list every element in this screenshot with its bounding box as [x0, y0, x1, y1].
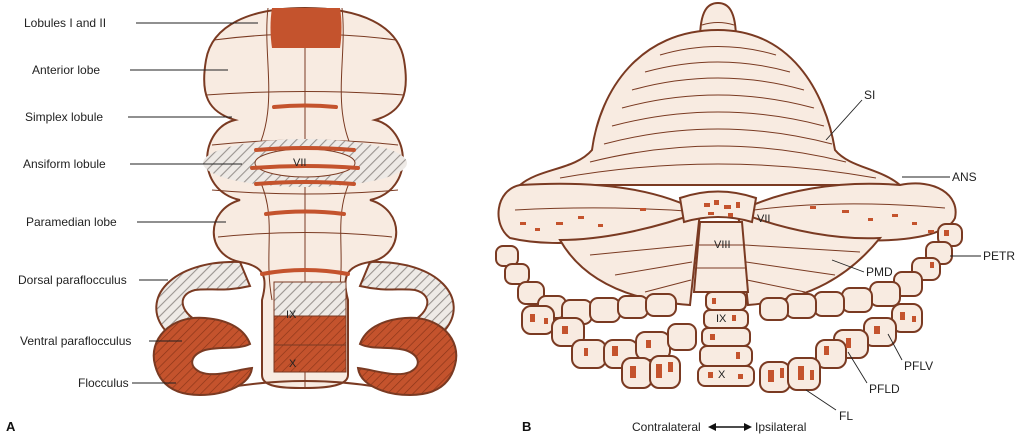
label-paramedian-lobe: Paramedian lobe [26, 215, 117, 229]
label-ventral-paraflocculus: Ventral paraflocculus [20, 334, 131, 348]
dome-folia [559, 46, 877, 179]
panel-b-diagram: VII VIII IX X SI ANS PETR PMD PFLV PFLD … [495, 1, 1015, 434]
speckles-ans [520, 206, 934, 233]
label-anterior-lobe: Anterior lobe [32, 63, 100, 77]
speckles-vii [704, 200, 740, 217]
label-b-viii: VIII [714, 239, 731, 251]
flocculus-left [152, 316, 254, 397]
paraflocculus-chain-left [495, 245, 697, 389]
label-lobules-i-ii: Lobules I and II [24, 16, 106, 30]
label-pflv: PFLV [904, 359, 933, 373]
lobules-i-ii-block [270, 8, 342, 48]
label-b-ix: IX [716, 313, 727, 325]
label-simplex-lobule: Simplex lobule [25, 110, 103, 124]
flocculus-right [356, 316, 458, 397]
paramedian-folia [589, 244, 861, 293]
label-b-x: X [718, 369, 726, 381]
paramedian-region [558, 210, 702, 307]
panel-letter-a: A [6, 419, 16, 434]
label-pmd: PMD [866, 265, 893, 279]
label-fl: FL [839, 409, 853, 423]
label-ansiform-lobule: Ansiform lobule [23, 157, 106, 171]
label-petr: PETR [983, 249, 1015, 263]
label-dorsal-paraflocculus: Dorsal paraflocculus [18, 273, 127, 287]
label-si: SI [864, 88, 875, 102]
paraflocculus-chain-right [759, 223, 963, 393]
label-a-ix: IX [286, 309, 297, 321]
panel-letter-b: B [522, 419, 531, 434]
label-ipsilateral: Ipsilateral [755, 420, 806, 434]
label-b-vii: VII [757, 213, 770, 225]
double-arrow-icon [708, 423, 752, 431]
label-a-x: X [289, 358, 297, 370]
label-flocculus: Flocculus [78, 376, 129, 390]
label-ans: ANS [952, 170, 977, 184]
panel-a-diagram: VII IX X Lobules I and II Anterior lobe … [6, 6, 458, 434]
label-pfld: PFLD [869, 382, 900, 396]
label-a-vii: VII [293, 157, 306, 169]
label-contralateral: Contralateral [632, 420, 701, 434]
vermis-column [697, 291, 755, 387]
